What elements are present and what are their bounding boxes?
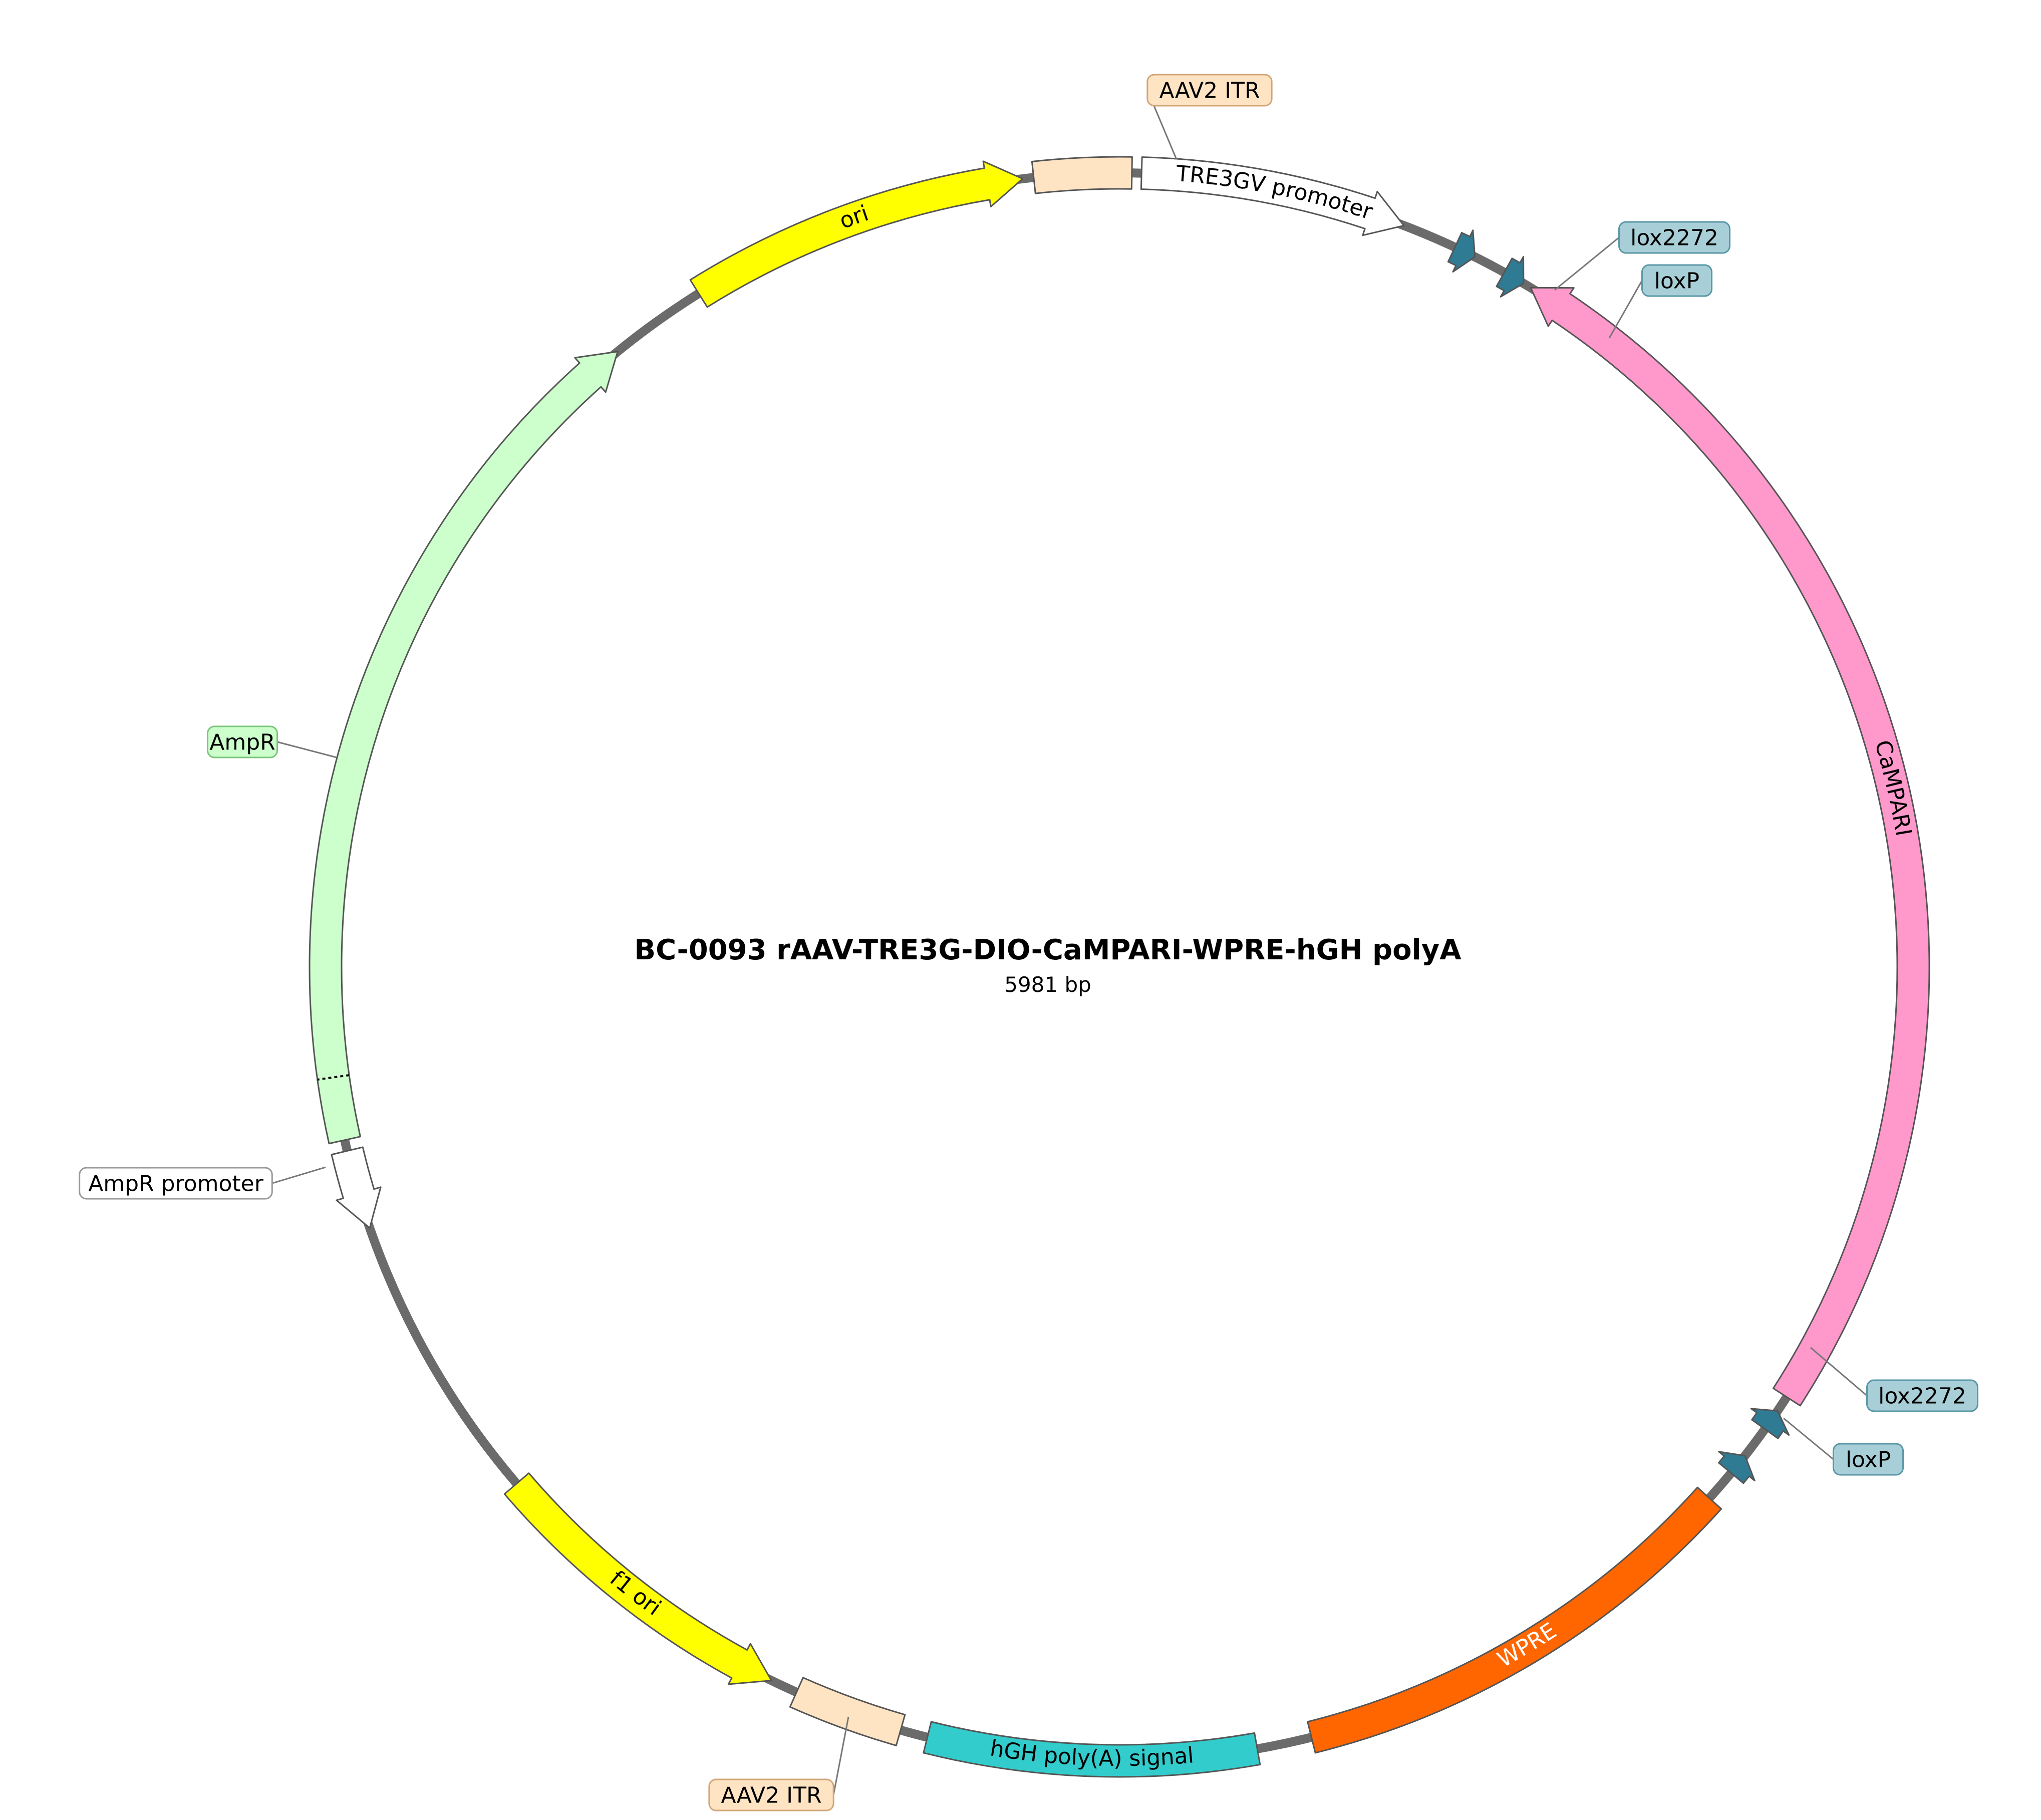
callout-lox2272-bottom-box [1866, 1379, 1978, 1412]
ampr-shape [309, 351, 619, 1145]
callout-loxp-top-leader [1608, 280, 1643, 339]
feature-ori[interactable]: ori [689, 160, 1024, 308]
feature-ampr-promoter[interactable] [331, 1146, 382, 1229]
ampr-divider [317, 1074, 350, 1081]
callout-itr-bottom-leader [832, 1716, 849, 1795]
callout-lox2272-top-leader [1554, 236, 1620, 291]
callout-ampr[interactable]: AmpR [206, 725, 337, 758]
callout-ampr-leader [277, 741, 337, 758]
callout-itr-bottom[interactable]: AAV2 ITR [708, 1716, 849, 1811]
hgh-shape [923, 1721, 1261, 1778]
callout-lox2272-bottom[interactable]: lox2272 [1810, 1347, 1978, 1412]
wpre-shape [1307, 1486, 1722, 1754]
ori-shape [689, 160, 1024, 308]
callout-amprpromoter-leader [271, 1166, 326, 1184]
callout-amprpromoter[interactable]: AmpR promoter [79, 1166, 326, 1200]
ampr-promoter-shape [331, 1146, 382, 1229]
feature-itr-top[interactable] [1031, 156, 1133, 194]
callout-ampr-text: AmpR [209, 729, 275, 755]
callout-itr-bottom-box [708, 1778, 834, 1811]
lox2272-bottom-shape [1750, 1408, 1790, 1439]
callout-lox2272-bottom-text: lox2272 [1878, 1383, 1966, 1409]
plasmid-title: BC-0093 rAAV-TRE3G-DIO-CaMPARI-WPRE-hGH … [634, 934, 1462, 966]
callout-loxp-top[interactable]: loxP [1608, 264, 1713, 339]
callout-loxp-top-box [1641, 264, 1713, 297]
f1ori-shape [503, 1472, 772, 1685]
feature-campari[interactable]: CaMPARI [1530, 287, 1930, 1407]
callout-amprpromoter-text: AmpR promoter [88, 1171, 264, 1196]
callout-loxp-bottom-box [1832, 1443, 1904, 1476]
callout-amprpromoter-box [79, 1167, 273, 1200]
callout-lox2272-top-text: lox2272 [1630, 225, 1718, 250]
feature-lox2272-top[interactable] [1447, 229, 1476, 273]
callout-loxp-bottom[interactable]: loxP [1783, 1417, 1904, 1476]
campari-shape [1530, 287, 1930, 1407]
loxp-top-shape [1496, 255, 1525, 298]
callout-loxp-bottom-text: loxP [1846, 1447, 1891, 1472]
feature-tre3gv[interactable]: TRE3GV promoter [1140, 156, 1405, 236]
feature-loxp-bottom[interactable] [1718, 1451, 1756, 1484]
feature-hgh[interactable]: hGH poly(A) signal [923, 1721, 1261, 1778]
feature-wpre[interactable]: WPRE [1307, 1486, 1722, 1754]
feature-f1ori[interactable]: f1 ori [503, 1472, 772, 1685]
feature-lox2272-bottom[interactable] [1750, 1408, 1790, 1439]
callout-itr-top-text: AAV2 ITR [1159, 78, 1260, 103]
feature-ampr[interactable] [309, 351, 619, 1145]
callout-lox2272-bottom-leader [1810, 1347, 1868, 1397]
callout-itr-bottom-text: AAV2 ITR [721, 1782, 821, 1808]
callout-itr-top[interactable]: AAV2 ITR [1146, 74, 1273, 160]
callout-lox2272-top-box [1618, 221, 1730, 254]
plasmid-length: 5981 bp [1004, 972, 1091, 997]
callout-layer: AAV2 ITR lox2272 loxP lox2272 loxP AAV2 ITR Am… [79, 74, 1978, 1811]
callout-lox2272-top[interactable]: lox2272 [1554, 221, 1730, 291]
loxp-bottom-shape [1718, 1451, 1756, 1484]
tre3gv-shape [1140, 156, 1405, 236]
feature-itr-bottom[interactable] [789, 1677, 906, 1746]
callout-itr-top-box [1146, 74, 1273, 107]
itr-top-shape [1031, 156, 1133, 194]
itr-bottom-shape [789, 1677, 906, 1746]
callout-loxp-bottom-leader [1783, 1417, 1834, 1460]
feature-loxp-top[interactable] [1496, 255, 1525, 298]
callout-ampr-box [206, 725, 278, 758]
lox2272-top-shape [1447, 229, 1476, 273]
callout-loxp-top-text: loxP [1654, 268, 1699, 294]
